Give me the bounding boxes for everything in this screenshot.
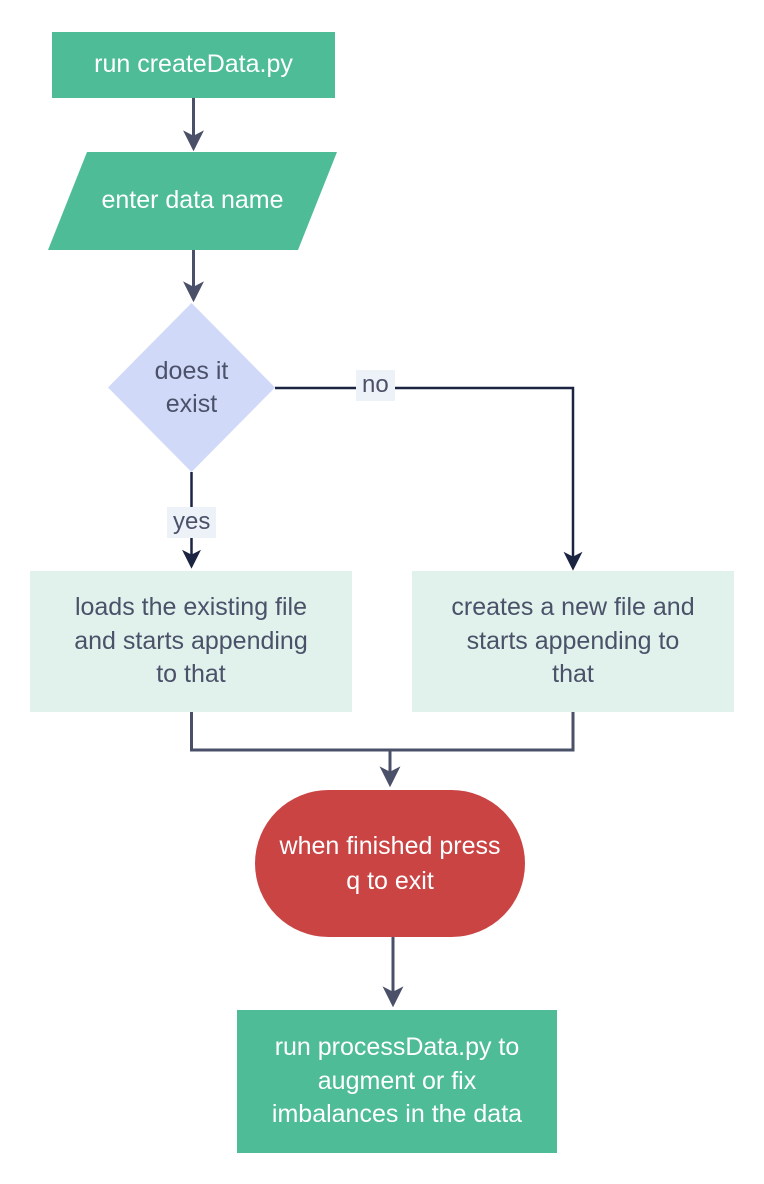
- node-loads-existing-file: loads the existing file and starts appen…: [30, 571, 352, 712]
- edge-label-no: no: [356, 370, 395, 401]
- edge-merge-lines: [190, 712, 575, 752]
- edge-label-yes: yes: [167, 507, 217, 538]
- node-run-processdata: run processData.py to augment or fix imb…: [237, 1010, 557, 1153]
- terminator-press-q-to-exit: when finished press q to exit: [255, 790, 525, 937]
- edge-decision-no-to-create: [275, 386, 583, 571]
- node-run-createdata: run createData.py: [52, 32, 335, 98]
- node-creates-new-file: creates a new file and starts appending …: [412, 571, 734, 712]
- node-enter-data-name: enter data name: [48, 152, 337, 250]
